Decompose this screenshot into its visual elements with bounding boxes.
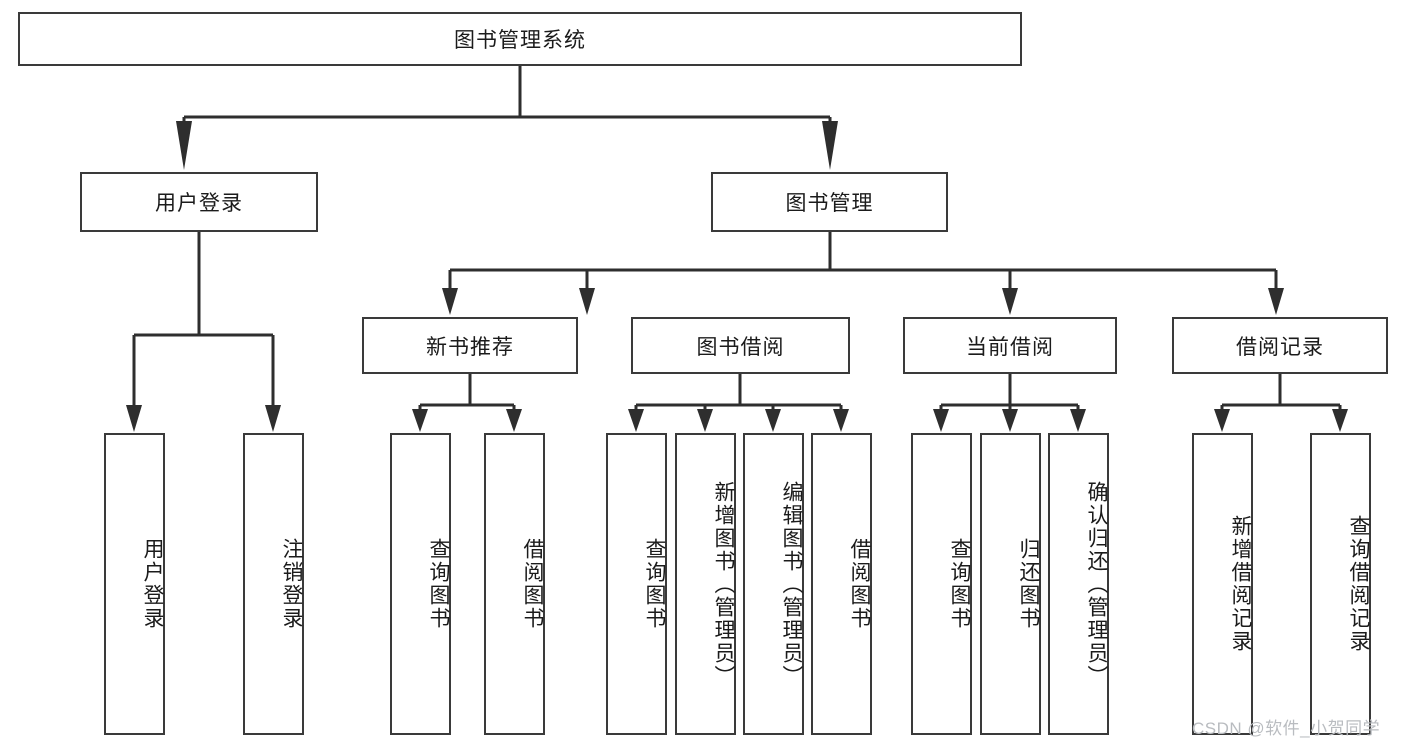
- node-label: 查询图书: [948, 538, 971, 630]
- node-label: 借阅图书: [848, 538, 871, 630]
- node-label: 归还图书: [1017, 538, 1040, 630]
- csdn-watermark: CSDN @软件_小贺同学: [1192, 719, 1381, 738]
- node-book-management[interactable]: 图书管理: [711, 172, 948, 232]
- node-root-system[interactable]: 图书管理系统: [18, 12, 1022, 66]
- node-label: 新增图书（管理员）: [712, 480, 735, 688]
- leaf-borrow-book[interactable]: 借阅图书: [811, 433, 872, 735]
- leaf-borrow-book-recommend[interactable]: 借阅图书: [484, 433, 545, 735]
- leaf-query-borrow-record[interactable]: 查询借阅记录: [1310, 433, 1371, 735]
- node-label: 注销登录: [280, 538, 303, 630]
- node-label: 图书借阅: [696, 335, 785, 359]
- leaf-user-login[interactable]: 用户登录: [104, 433, 165, 735]
- leaf-confirm-return[interactable]: 确认归还（管理员）: [1048, 433, 1109, 735]
- node-label: 借阅记录: [1236, 335, 1324, 359]
- node-label: 用户登录: [141, 538, 164, 630]
- node-new-book-recommend[interactable]: 新书推荐: [362, 317, 578, 374]
- node-label: 借阅图书: [521, 538, 544, 630]
- node-label: 确认归还（管理员）: [1085, 480, 1108, 688]
- leaf-add-book[interactable]: 新增图书（管理员）: [675, 433, 736, 735]
- node-label: 新增借阅记录: [1229, 515, 1252, 653]
- leaf-query-book-recommend[interactable]: 查询图书: [390, 433, 451, 735]
- node-label: 查询借阅记录: [1347, 515, 1370, 653]
- node-borrow-record[interactable]: 借阅记录: [1172, 317, 1388, 374]
- node-label: 图书管理: [785, 192, 874, 215]
- node-user-login[interactable]: 用户登录: [80, 172, 318, 232]
- leaf-add-borrow-record[interactable]: 新增借阅记录: [1192, 433, 1253, 735]
- leaf-logout[interactable]: 注销登录: [243, 433, 304, 735]
- leaf-return-book[interactable]: 归还图书: [980, 433, 1041, 735]
- node-label: 当前借阅: [966, 335, 1054, 359]
- node-label: 编辑图书（管理员）: [780, 480, 803, 688]
- node-book-borrow[interactable]: 图书借阅: [631, 317, 850, 374]
- leaf-query-book-current[interactable]: 查询图书: [911, 433, 972, 735]
- leaf-edit-book[interactable]: 编辑图书（管理员）: [743, 433, 804, 735]
- leaf-query-book-borrow[interactable]: 查询图书: [606, 433, 667, 735]
- node-label: 图书管理系统: [454, 29, 586, 52]
- node-current-borrow[interactable]: 当前借阅: [903, 317, 1117, 374]
- node-label: 查询图书: [427, 538, 450, 630]
- node-label: 用户登录: [155, 192, 243, 215]
- node-label: 新书推荐: [426, 335, 514, 359]
- node-label: 查询图书: [643, 538, 666, 630]
